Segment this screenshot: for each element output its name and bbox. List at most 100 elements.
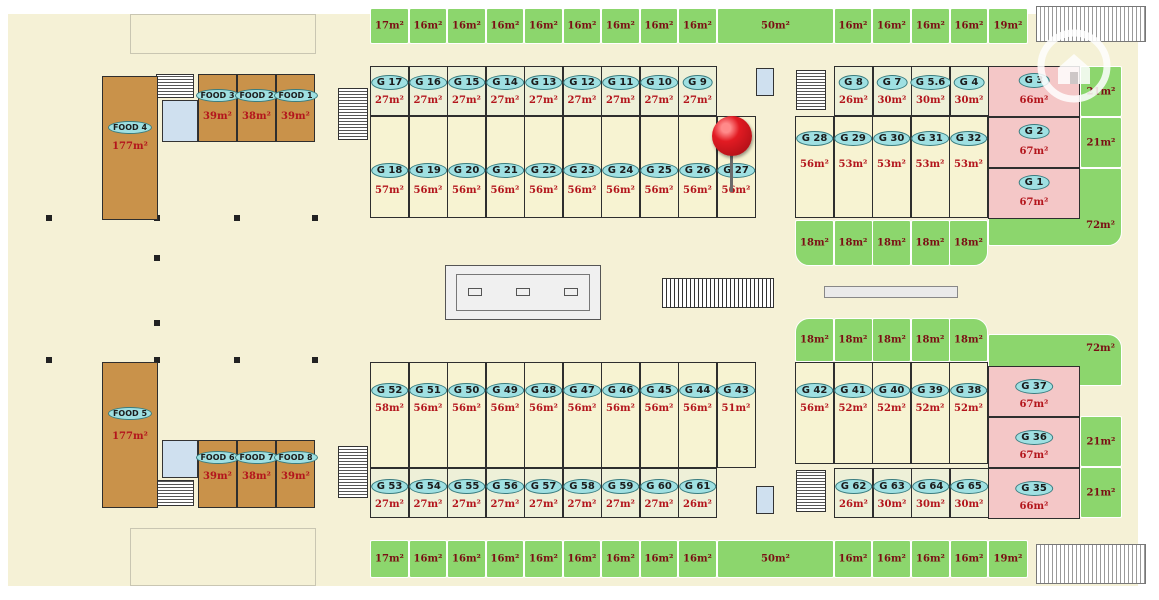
kiosk-mid-top-2[interactable]: 18m² xyxy=(833,220,873,266)
kiosk-green-top-14[interactable]: 16m² xyxy=(950,8,988,44)
kiosk-green-top-4[interactable]: 16m² xyxy=(486,8,524,44)
kiosk-green-bottom-15[interactable]: 19m² xyxy=(988,540,1028,578)
kiosk-green-top-12[interactable]: 16m² xyxy=(872,8,911,44)
kiosk-right-2[interactable]: 21m² xyxy=(1080,117,1122,168)
kiosk-green-bottom-6[interactable]: 16m² xyxy=(563,540,601,578)
location-pin-icon[interactable] xyxy=(712,116,752,156)
kiosk-green-bottom-2[interactable]: 16m² xyxy=(409,540,447,578)
kiosk-green-top-15[interactable]: 19m² xyxy=(988,8,1028,44)
kiosk-right-6[interactable]: 21m² xyxy=(1080,467,1122,518)
kiosk-green-bottom-1[interactable]: 17m² xyxy=(370,540,409,578)
kiosk-mid-bottom-2[interactable]: 18m² xyxy=(833,318,873,362)
kiosk-green-top-11[interactable]: 16m² xyxy=(834,8,872,44)
kiosk-green-top-3[interactable]: 16m² xyxy=(447,8,486,44)
kiosk-green-bottom-4[interactable]: 16m² xyxy=(486,540,524,578)
kiosk-mid-bottom-4[interactable]: 18m² xyxy=(910,318,950,362)
kiosk-green-top-6[interactable]: 16m² xyxy=(563,8,601,44)
kiosk-green-bottom-12[interactable]: 16m² xyxy=(872,540,911,578)
kiosk-green-bottom-14[interactable]: 16m² xyxy=(950,540,988,578)
kiosk-green-top-9[interactable]: 16m² xyxy=(678,8,717,44)
kiosk-green-top-5[interactable]: 16m² xyxy=(524,8,563,44)
kiosk-right-5[interactable]: 21m² xyxy=(1080,416,1122,467)
kiosk-mid-bottom-5[interactable]: 18m² xyxy=(949,318,988,362)
kiosk-green-top-1[interactable]: 17m² xyxy=(370,8,409,44)
kiosk-mid-top-5[interactable]: 18m² xyxy=(949,220,988,266)
kiosk-mid-bottom-3[interactable]: 18m² xyxy=(872,318,911,362)
kiosk-mid-top-3[interactable]: 18m² xyxy=(872,220,911,266)
kiosk-mid-bottom-1[interactable]: 18m² xyxy=(795,318,834,362)
kiosk-green-top-7[interactable]: 16m² xyxy=(601,8,640,44)
kiosk-mid-top-1[interactable]: 18m² xyxy=(795,220,834,266)
kiosk-green-top-8[interactable]: 16m² xyxy=(640,8,678,44)
kiosk-green-bottom-13[interactable]: 16m² xyxy=(911,540,950,578)
kiosk-green-bottom-5[interactable]: 16m² xyxy=(524,540,563,578)
kiosk-green-bottom-8[interactable]: 16m² xyxy=(640,540,678,578)
kiosk-green-top-10[interactable]: 50m² xyxy=(717,8,834,44)
kiosk-mid-top-4[interactable]: 18m² xyxy=(910,220,950,266)
kiosk-green-bottom-7[interactable]: 16m² xyxy=(601,540,640,578)
kiosk-green-bottom-3[interactable]: 16m² xyxy=(447,540,486,578)
kiosk-green-top-2[interactable]: 16m² xyxy=(409,8,447,44)
kiosk-right-1[interactable]: 21m² xyxy=(1080,66,1122,117)
kiosk-green-bottom-9[interactable]: 16m² xyxy=(678,540,717,578)
